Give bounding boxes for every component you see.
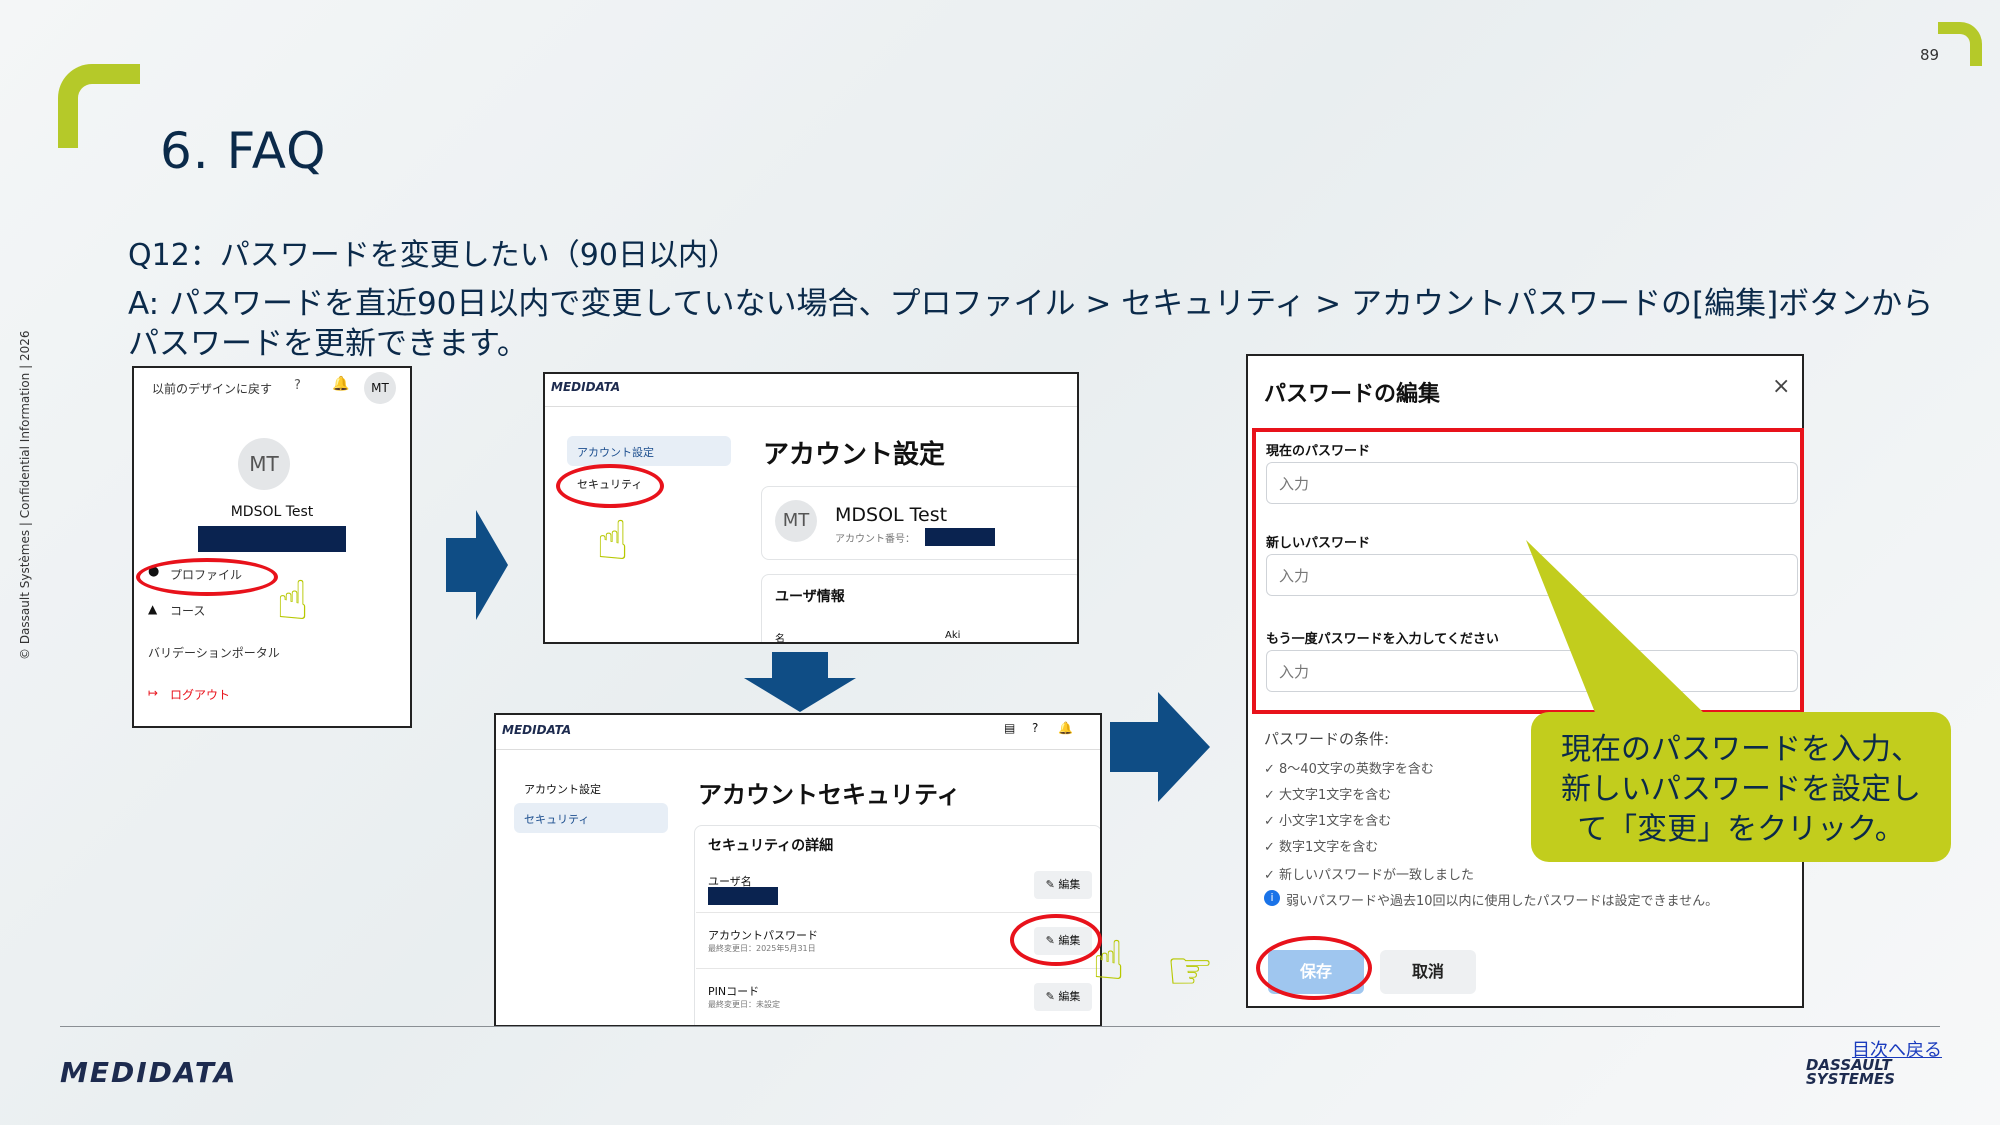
password-edit-dialog: パスワードの編集 × 現在のパスワード 入力 新しいパスワード 入力 もう一度パ… <box>1246 354 1804 1008</box>
screenshot-profile-menu: 以前のデザインに戻す ? 🔔 MT MT MDSOL Test ● プロファイル… <box>132 366 412 728</box>
header-divider <box>545 406 1077 407</box>
medidata-logo: MEDIDATA <box>551 380 621 394</box>
pointing-hand-icon: ☝ <box>596 509 629 572</box>
edit-username-button[interactable]: ✎ 編集 <box>1034 871 1092 899</box>
row-divider <box>696 968 1100 969</box>
instruction-callout: 現在のパスワードを入力、新しいパスワードを設定して「変更」をクリック。 <box>1531 712 1951 862</box>
pointing-hand-icon: ☝ <box>1092 929 1125 992</box>
conditions-title: パスワードの条件: <box>1264 730 1390 748</box>
row-label: 名 <box>775 634 785 644</box>
back-to-toc-link[interactable]: 目次へ戻る <box>1852 1040 1942 1061</box>
pointing-hand-icon: ☝ <box>1157 954 1221 988</box>
menu-item-validation-portal[interactable]: バリデーションポータル <box>148 646 280 660</box>
row-divider <box>696 912 1100 913</box>
highlight-save <box>1256 936 1372 1000</box>
medidata-logo: MEDIDATA <box>502 723 572 737</box>
redacted-block <box>925 528 995 546</box>
user-info-heading: ユーザ情報 <box>775 589 845 605</box>
account-settings-heading: アカウント設定 <box>763 440 946 470</box>
corner-accent-top-right <box>1938 22 1982 66</box>
nav-security[interactable]: セキュリティ <box>524 813 590 826</box>
page-title: 6. FAQ <box>160 122 327 180</box>
nav-account-settings[interactable]: アカウント設定 <box>524 783 601 796</box>
graduation-cap-icon: ▲ <box>148 602 158 616</box>
screenshot-account-settings: MEDIDATA アカウント設定 セキュリティ アカウント設定 MT MDSOL… <box>543 372 1079 644</box>
new-password-label: 新しいパスワード <box>1266 536 1371 551</box>
row-value: Aki <box>945 630 961 641</box>
current-password-label: 現在のパスワード <box>1266 444 1371 459</box>
current-password-input[interactable]: 入力 <box>1266 462 1798 504</box>
condition-item: ✓ 大文字1文字を含む <box>1264 788 1392 803</box>
confirm-password-input[interactable]: 入力 <box>1266 650 1798 692</box>
highlight-profile <box>136 558 278 596</box>
cancel-button[interactable]: 取消 <box>1380 950 1476 994</box>
callout-pointer <box>1526 540 1706 715</box>
screenshot-account-security: MEDIDATA ▤ ? 🔔 アカウント設定 セキュリティ アカウントセキュリテ… <box>494 713 1102 1027</box>
highlight-fields <box>1252 428 1804 714</box>
edit-pin-button[interactable]: ✎ 編集 <box>1034 983 1092 1011</box>
row-password-label: アカウントパスワード <box>708 929 818 942</box>
bell-icon[interactable]: 🔔 <box>332 376 350 392</box>
row-username-label: ユーザ名 <box>708 875 752 888</box>
condition-item: ✓ 8〜40文字の英数字を含む <box>1264 762 1434 777</box>
account-number-label: アカウント番号： <box>835 534 915 545</box>
message-icon[interactable]: ▤ <box>1004 721 1016 735</box>
footer-divider <box>60 1026 1940 1027</box>
nav-active-bg <box>514 803 668 833</box>
card-user-name: MDSOL Test <box>835 504 948 526</box>
nav-active-bg <box>567 436 731 466</box>
logout-icon: ↦ <box>148 686 159 700</box>
page-number: 89 <box>1920 46 1940 64</box>
arrow-right-2 <box>1110 692 1210 802</box>
condition-item: ✓ 小文字1文字を含む <box>1264 814 1392 829</box>
user-info-card <box>761 574 1077 642</box>
row-pin-sub: 最終変更日：未設定 <box>708 1000 780 1009</box>
help-icon[interactable]: ? <box>294 378 301 393</box>
avatar: MT <box>238 438 290 490</box>
user-name: MDSOL Test <box>230 504 314 520</box>
security-card <box>694 825 1100 1025</box>
highlight-security <box>556 464 664 508</box>
security-details-heading: セキュリティの詳細 <box>708 838 834 854</box>
condition-item: ✓ 新しいパスワードが一致しました <box>1264 868 1475 883</box>
highlight-edit-password <box>1010 914 1102 966</box>
nav-account-settings[interactable]: アカウント設定 <box>577 446 654 459</box>
close-icon[interactable]: × <box>1772 374 1791 399</box>
info-text: 弱いパスワードや過去10回以内に使用したパスワードは設定できません。 <box>1286 894 1719 909</box>
dialog-title: パスワードの編集 <box>1264 382 1441 407</box>
security-heading: アカウントセキュリティ <box>698 781 961 809</box>
redacted-block <box>708 887 778 905</box>
question-text: Q12：パスワードを変更したい（90日以内） <box>128 238 738 273</box>
arrow-right-1 <box>446 510 508 620</box>
card-avatar: MT <box>775 500 817 542</box>
header-avatar[interactable]: MT <box>364 372 396 404</box>
bell-icon[interactable]: 🔔 <box>1058 721 1073 735</box>
info-icon: i <box>1264 890 1280 906</box>
medidata-logo: MEDIDATA <box>60 1056 238 1089</box>
condition-item: ✓ 数字1文字を含む <box>1264 840 1379 855</box>
menu-item-logout[interactable]: ログアウト <box>170 688 231 702</box>
corner-accent-top-left <box>58 64 140 148</box>
arrow-down <box>744 652 856 712</box>
header-divider <box>496 749 1100 750</box>
header-link[interactable]: 以前のデザインに戻す <box>152 382 273 396</box>
confirm-password-label: もう一度パスワードを入力してください <box>1266 632 1499 647</box>
row-password-sub: 最終変更日：2025年5月31日 <box>708 944 816 953</box>
answer-text: A: パスワードを直近90日以内で変更していない場合、プロファイル > セキュリ… <box>128 286 1934 362</box>
copyright-sidebar: © Dassault Systèmes | Confidential Infor… <box>18 330 32 660</box>
help-icon[interactable]: ? <box>1032 721 1039 735</box>
pointing-hand-icon: ☝ <box>276 569 309 632</box>
menu-item-course[interactable]: コース <box>170 604 206 618</box>
profile-card <box>761 486 1077 560</box>
redacted-block <box>198 526 346 552</box>
row-pin-label: PINコード <box>708 985 760 998</box>
